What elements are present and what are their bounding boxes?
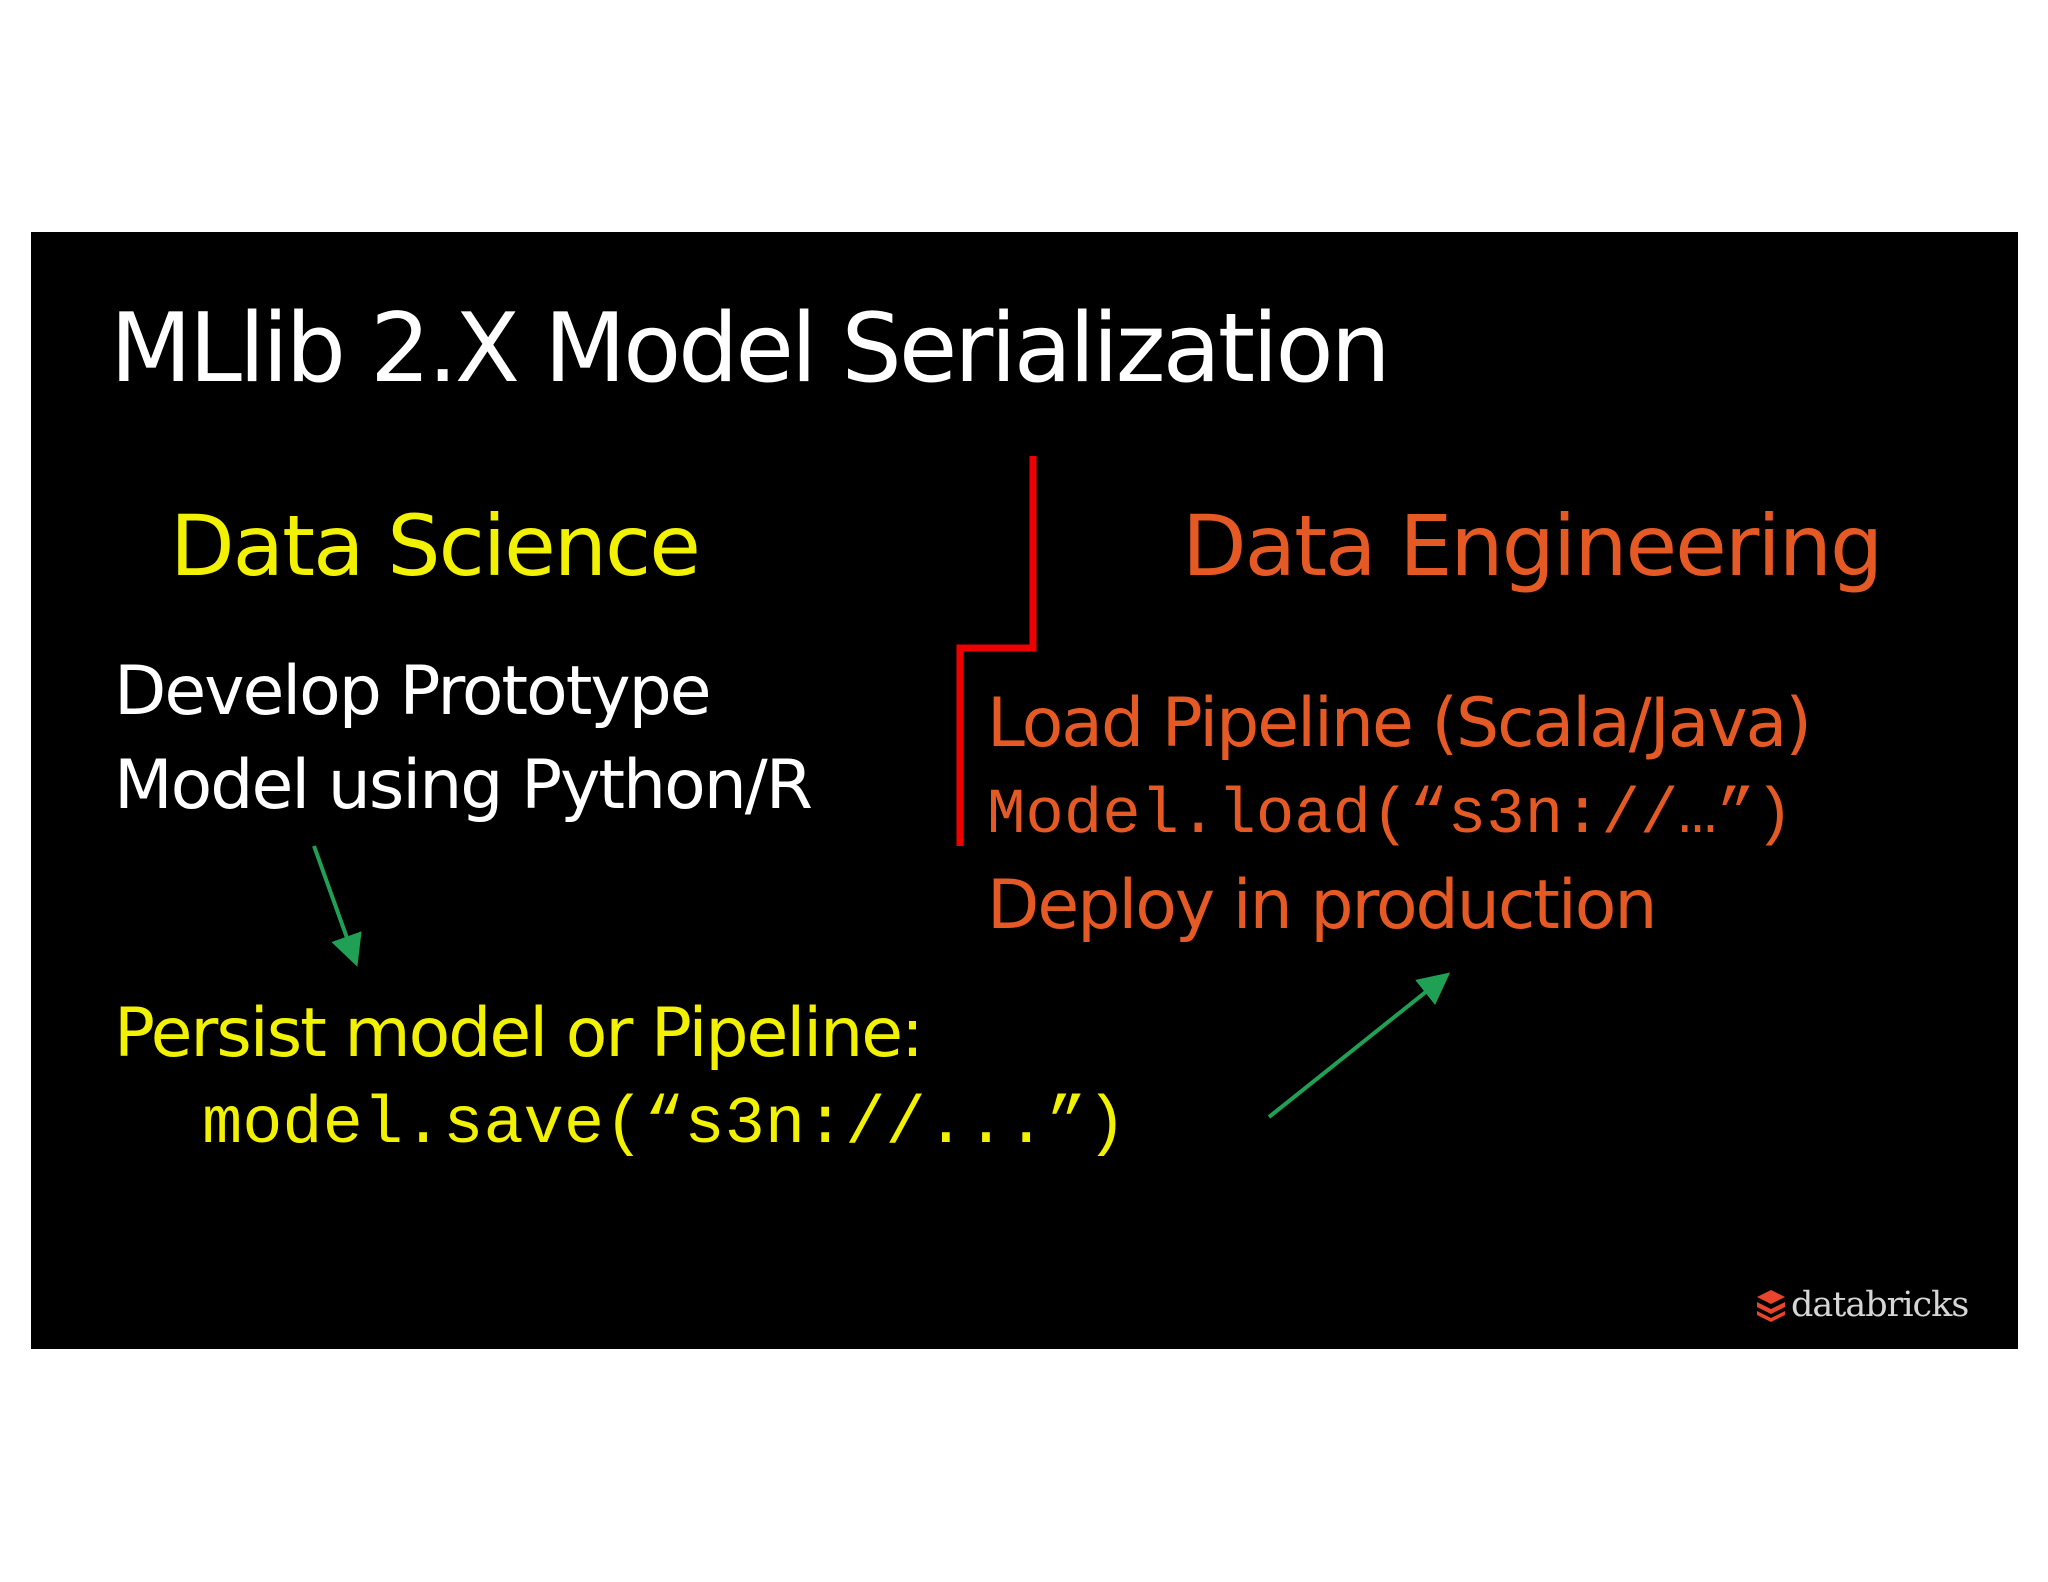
- data-science-heading: Data Science: [170, 497, 701, 595]
- arrow-down-icon: [312, 845, 362, 967]
- load-pipeline-text: Load Pipeline (Scala/Java): [987, 684, 1812, 763]
- arrow-up-right-icon: [1267, 972, 1451, 1119]
- slide: MLlib 2.X Model Serialization Data Scien…: [31, 232, 2018, 1349]
- persist-text: Persist model or Pipeline:: [114, 994, 924, 1073]
- save-code: model.save(“s3n://...”): [202, 1087, 1127, 1163]
- databricks-logo-icon: [1757, 1290, 1785, 1322]
- load-code: Model.load(“s3n://…”): [987, 780, 1794, 852]
- databricks-logo: databricks: [1755, 1285, 1969, 1325]
- deploy-text: Deploy in production: [987, 866, 1657, 945]
- data-engineering-heading: Data Engineering: [1182, 497, 1883, 595]
- develop-prototype-text: Develop Prototype: [114, 652, 712, 731]
- logo-wordmark: databricks: [1791, 1285, 1969, 1325]
- model-language-text: Model using Python/R: [114, 746, 813, 825]
- slide-title: MLlib 2.X Model Serialization: [110, 294, 1391, 404]
